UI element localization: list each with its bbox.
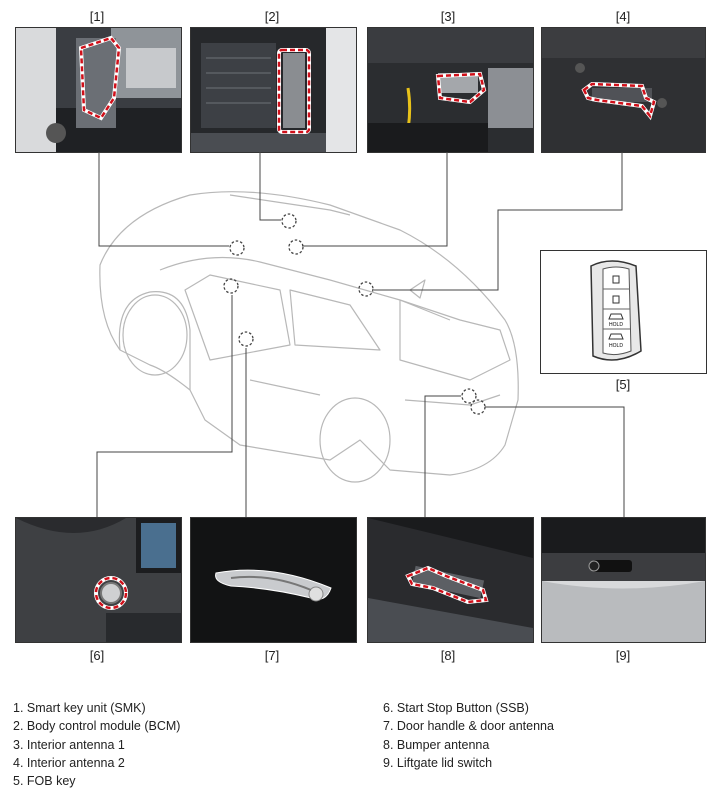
legend-item: 5. FOB key [13,774,76,789]
legend-item: 9. Liftgate lid switch [383,755,493,770]
photo-body-control-module [190,27,357,153]
legend-item: 3. Interior antenna 1 [13,737,125,752]
photo-door-handle [190,517,357,643]
location-markers [223,213,486,415]
fob-hold-text-2: HOLD [609,343,623,349]
photo-liftgate-lid-switch [541,517,706,643]
marker-liftgate-switch [470,399,486,415]
legend-left: 1. Smart key unit (SMK) 2. Body control … [13,699,180,790]
label-9: [9] [615,648,631,663]
legend-item: 6. Start Stop Button (SSB) [383,701,529,715]
legend-item: 1. Smart key unit (SMK) [13,701,146,715]
photo-smart-key-unit [15,27,182,153]
legend-item: 2. Body control module (BCM) [13,719,181,734]
legend-item: 4. Interior antenna 2 [13,755,125,770]
photo-bumper-antenna [367,517,534,643]
label-5: [5] [615,377,631,392]
label-8: [8] [440,648,456,663]
marker-bumper-antenna [461,388,477,404]
label-7: [7] [264,648,280,663]
fob-hold-text-1: HOLD [609,322,623,328]
label-2: [2] [264,9,280,24]
photo-start-stop-button [15,517,182,643]
legend-right: 6. Start Stop Button (SSB) 7. Door handl… [383,699,554,772]
photo-interior-antenna-1 [367,27,534,153]
marker-door-handle [238,331,254,347]
marker-antenna-2 [358,281,374,297]
photo-interior-antenna-2 [541,27,706,153]
legend-item: 8. Bumper antenna [383,737,490,752]
photo-fob-key: HOLD HOLD [540,250,707,374]
label-3: [3] [440,9,456,24]
car-outline [99,191,519,483]
marker-smart-key-unit [229,240,245,256]
marker-bcm [281,213,297,229]
label-4: [4] [615,9,631,24]
marker-ssb [223,278,239,294]
label-1: [1] [89,9,105,24]
marker-antenna-1 [288,239,304,255]
legend-item: 7. Door handle & door antenna [383,719,554,734]
label-6: [6] [89,648,105,663]
